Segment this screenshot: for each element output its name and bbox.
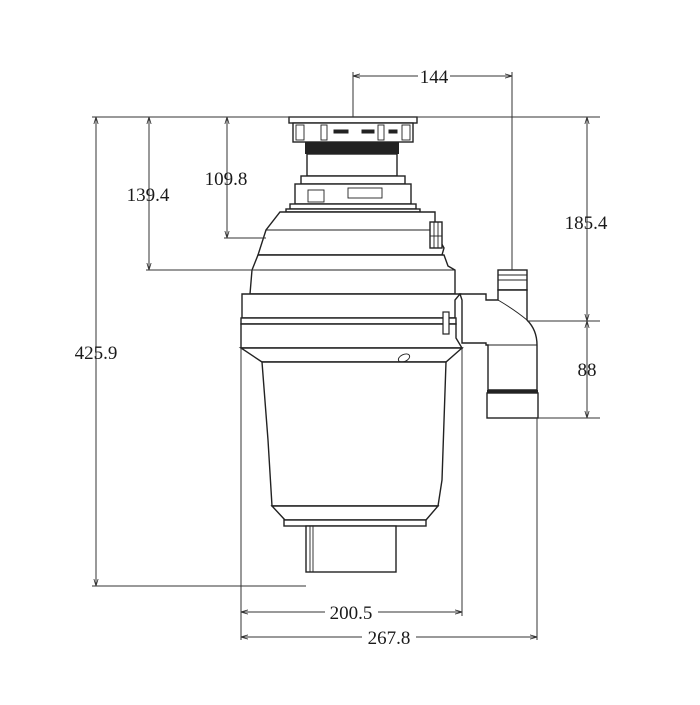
sink-flange bbox=[288, 116, 418, 143]
dim-label-267-8: 267.8 bbox=[368, 628, 411, 649]
dim-label-200-5: 200.5 bbox=[330, 603, 373, 624]
grinding-chamber bbox=[261, 361, 447, 507]
bottom-plate bbox=[270, 505, 440, 527]
threaded-neck bbox=[300, 142, 406, 185]
motor-base bbox=[305, 525, 397, 573]
dimension-labels: 144 425.9 139.4 109.8 185.4 88 200.5 267… bbox=[75, 67, 608, 649]
dim-label-139-4: 139.4 bbox=[127, 185, 170, 206]
disposer-unit bbox=[238, 116, 539, 573]
discharge-outlet bbox=[459, 269, 539, 419]
upper-housing bbox=[257, 211, 445, 256]
dim-label-88: 88 bbox=[578, 360, 597, 381]
dim-label-144: 144 bbox=[420, 67, 449, 88]
body-bands bbox=[238, 293, 464, 363]
dim-label-185-4: 185.4 bbox=[565, 213, 608, 234]
dimension-lines bbox=[92, 72, 600, 640]
mounting-ring bbox=[285, 183, 421, 213]
dim-label-425-9: 425.9 bbox=[75, 343, 118, 364]
motor-shoulder bbox=[249, 254, 456, 295]
dim-label-109-8: 109.8 bbox=[205, 169, 248, 190]
